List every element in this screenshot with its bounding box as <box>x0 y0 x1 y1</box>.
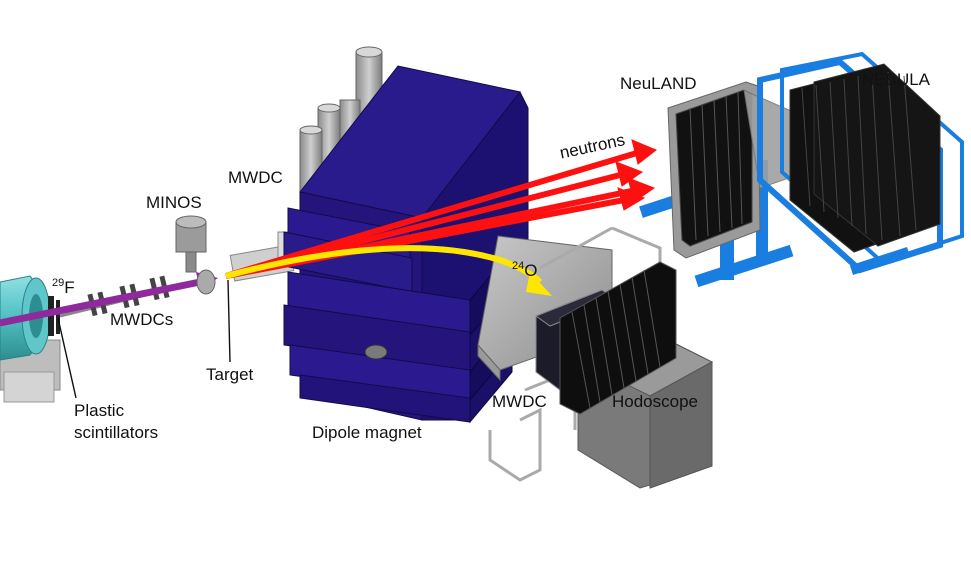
minos-label: MINOS <box>146 193 202 212</box>
o24-mass-number: 24 <box>512 260 525 272</box>
hodoscope-slats <box>559 261 677 415</box>
f29-ion-label: 29F <box>52 273 75 298</box>
o24-symbol: O <box>524 261 538 280</box>
hodoscope-label: Hodoscope <box>612 392 699 411</box>
dipole-magnet-label: Dipole magnet <box>312 423 422 442</box>
o24-ion-label: 24O <box>512 256 537 281</box>
neuland-detector <box>639 81 801 288</box>
plastic-label-line1: Plastic <box>74 401 125 420</box>
neuland-label: NeuLAND <box>620 74 697 93</box>
mwdc-top-label: MWDC <box>228 168 283 187</box>
minos-target-system <box>175 215 216 295</box>
nebula-label: NEBULA <box>862 70 931 89</box>
hodoscope-assembly <box>488 226 714 489</box>
f29-mass-number: 29 <box>52 277 65 289</box>
target-label: Target <box>206 365 254 384</box>
mwdc-bottom-label: MWDC <box>492 392 547 411</box>
fragment-arrow <box>225 245 552 296</box>
beamline-upstream <box>0 275 61 403</box>
f29-symbol: F <box>64 278 75 297</box>
mwdcs-label: MWDCs <box>110 310 174 329</box>
plastic-label-line2: scintillators <box>74 423 159 442</box>
plastic-pointer-line <box>57 317 77 399</box>
target-pointer-line <box>227 279 231 363</box>
nebula-detector <box>757 51 964 276</box>
